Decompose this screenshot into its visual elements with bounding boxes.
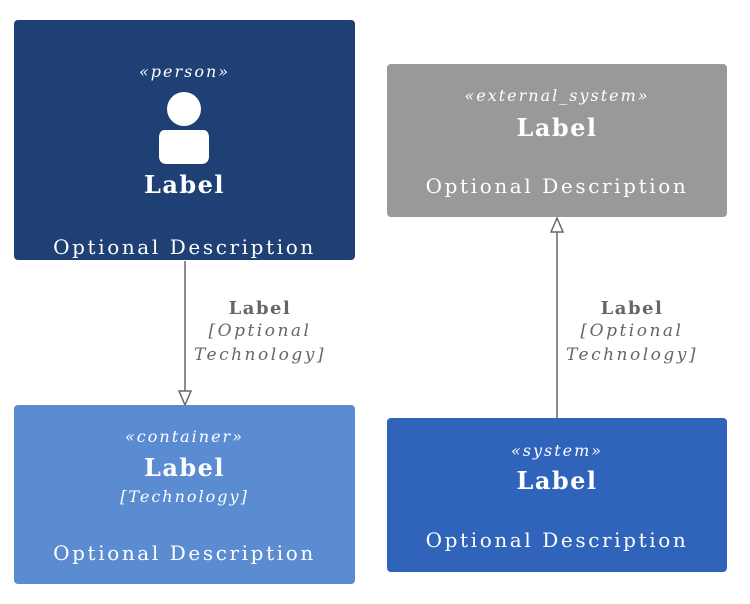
node-technology: [Technology] (120, 487, 249, 506)
arrowhead-icon (549, 216, 565, 233)
external-system-node[interactable]: «external_system» Label Optional Descrip… (387, 64, 727, 217)
node-description: Optional Description (53, 541, 316, 565)
edge-technology-line1: [Optional (580, 321, 684, 341)
node-description: Optional Description (425, 528, 689, 552)
node-stereotype: «external_system» (464, 86, 650, 105)
edge-person-to-container-label: Label [Optional Technology] (185, 298, 335, 367)
node-stereotype: «person» (138, 62, 231, 81)
system-node[interactable]: «system» Label Optional Description (387, 418, 727, 572)
edge-system-to-external (549, 216, 565, 418)
edge-label: Label (600, 298, 664, 319)
edge-person-to-container (177, 261, 193, 407)
edge-system-to-external-label: Label [Optional Technology] (557, 298, 707, 367)
node-label: Label (143, 170, 226, 199)
edge-technology-line2: Technology] (193, 345, 327, 365)
node-description: Optional Description (53, 235, 316, 259)
node-description: Optional Description (425, 174, 689, 198)
node-label: Label (516, 113, 598, 142)
node-stereotype: «system» (510, 441, 604, 460)
edge-technology-line1: [Optional (208, 321, 312, 341)
node-label: Label (143, 453, 226, 482)
edge-label: Label (228, 298, 292, 319)
person-icon (159, 92, 209, 164)
container-node[interactable]: «container» Label [Technology] Optional … (14, 405, 355, 584)
node-stereotype: «container» (125, 427, 244, 446)
person-node[interactable]: «person» Label Optional Description (14, 20, 355, 260)
arrowhead-icon (177, 390, 193, 407)
node-label: Label (516, 466, 598, 495)
edge-technology-line2: Technology] (565, 345, 699, 365)
